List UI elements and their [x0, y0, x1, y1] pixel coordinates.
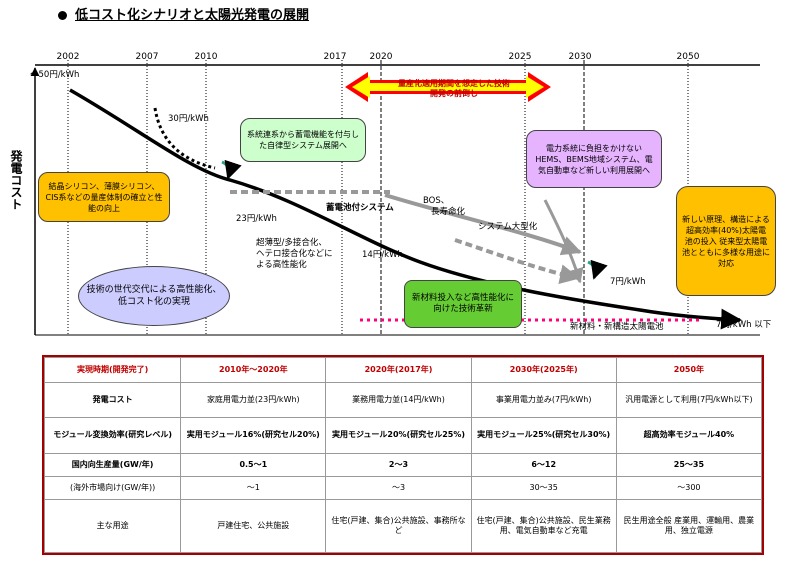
dotted-curve	[153, 107, 216, 170]
table-row: 発電コスト 家庭用電力並(23円/kWh) 業務用電力並(14円/kWh) 事業…	[43, 382, 763, 419]
table-cell: 2〜3	[325, 452, 472, 477]
table-cell: 家庭用電力並(23円/kWh)	[180, 382, 327, 419]
table-cell: 0.5〜1	[180, 452, 327, 477]
table-cell: 住宅(戸建、集合)公共施設、事務所など	[325, 499, 472, 553]
y-axis-label: 発電コスト	[9, 150, 23, 210]
page-title: 低コスト化シナリオと太陽光発電の展開	[58, 4, 309, 23]
table-header-row: 実現時期(開発完了) 2010年〜2020年 2020年(2017年) 2030…	[43, 356, 763, 384]
year-label: 2020	[369, 52, 393, 62]
bos-curve	[384, 193, 582, 256]
sysbig-label: システム大型化	[478, 222, 538, 232]
curved-arrow-icon	[587, 259, 608, 280]
cost-label: 7円/kWh	[610, 277, 646, 287]
year-label: 2050	[676, 52, 700, 62]
table-header-cell: 2030年(2025年)	[470, 356, 617, 384]
year-guides	[67, 60, 689, 335]
table-row: (海外市場向け(GW/年)) 〜1 〜3 30〜35 〜300	[43, 475, 763, 501]
newtech-callout: 新材料投入など高性能化に向けた技術革新	[404, 280, 522, 328]
thin-label-1: 超薄型/多接合化、	[256, 238, 327, 248]
table-cell: 汎用電源として利用(7円/kWh以下)	[615, 382, 763, 419]
table-cell: 民生用途全般 産業用、運輸用、農業用、独立電源	[615, 499, 763, 553]
bullet-icon	[58, 11, 67, 20]
gen-callout: 技術の世代交代による高性能化、低コスト化の実現	[78, 266, 230, 326]
table-cell: 業務用電力並(14円/kWh)	[325, 382, 472, 419]
thin-label-3: よる高性能化	[256, 260, 307, 270]
cost-label: 30円/kWh	[168, 114, 209, 124]
bos-label: BOS、	[423, 196, 450, 206]
table-cell: 6〜12	[470, 452, 617, 477]
year-label: 2007	[135, 52, 159, 62]
table-cell: 実用モジュール25%(研究セル30%)	[470, 417, 617, 454]
principle-callout: 新しい原理、構造による超高効率(40%)太陽電池の投入 従来型太陽電池とともに多…	[676, 186, 776, 296]
cost-label: 〜50円/kWh	[30, 70, 80, 80]
table-cell: 住宅(戸建、集合)公共施設、民生業務用、電気自動車など充電	[470, 499, 617, 553]
row-label: 発電コスト	[43, 382, 182, 419]
early-dev-text: 量産化適用期間を想定した技術開発の前倒し	[398, 79, 510, 98]
cost-curve	[69, 88, 743, 330]
table-cell: 実用モジュール16%(研究セル20%)	[180, 417, 327, 454]
year-label: 2030	[568, 52, 592, 62]
table-cell: 実用モジュール20%(研究セル25%)	[325, 417, 472, 454]
year-label: 2010	[194, 52, 218, 62]
grid-callout: 系統連系から蓄電機能を付与した自律型システム展開へ	[240, 118, 366, 162]
row-label: モジュール変換効率(研究レベル)	[43, 417, 182, 454]
row-label: 国内向生産量(GW/年)	[43, 452, 182, 477]
year-label: 2002	[56, 52, 80, 62]
row-label: 主な用途	[43, 499, 182, 553]
table-header-cell: 実現時期(開発完了)	[43, 356, 182, 384]
year-label: 2017	[323, 52, 347, 62]
cost-label: 23円/kWh	[236, 214, 277, 224]
scenario-table: 実現時期(開発完了) 2010年〜2020年 2020年(2017年) 2030…	[42, 355, 764, 555]
table-row: 国内向生産量(GW/年) 0.5〜1 2〜3 6〜12 25〜35	[43, 452, 763, 477]
table-row: 主な用途 戸建住宅、公共施設 住宅(戸建、集合)公共施設、事務所など 住宅(戸建…	[43, 499, 763, 553]
table-cell: 戸建住宅、公共施設	[180, 499, 327, 553]
cost-label: 7円/kWh 以下	[716, 320, 772, 330]
longlife-label: 長寿命化	[431, 207, 466, 217]
table-header-cell: 2050年	[615, 356, 763, 384]
table-cell: 〜1	[180, 475, 327, 501]
table-header-cell: 2010年〜2020年	[180, 356, 327, 384]
hems-pointer	[543, 199, 584, 284]
table-cell: 〜300	[615, 475, 763, 501]
curved-arrow-icon	[221, 159, 242, 180]
title-text: 低コスト化シナリオと太陽光発電の展開	[75, 8, 310, 23]
table-cell: 25〜35	[615, 452, 763, 477]
table-header-cell: 2020年(2017年)	[325, 356, 472, 384]
sysbig-curve	[454, 238, 580, 285]
cost-label: 14円/kWh	[362, 250, 403, 260]
load-callout: 電力系統に負担をかけないHEMS、BEMS地域システム、電気自動車など新しい利用…	[526, 130, 662, 188]
year-label: 2025	[508, 52, 532, 62]
table-cell: 事業用電力並み(7円/kWh)	[470, 382, 617, 419]
table-row: モジュール変換効率(研究レベル) 実用モジュール16%(研究セル20%) 実用モ…	[43, 417, 763, 454]
table-cell: 〜3	[325, 475, 472, 501]
row-label: (海外市場向け(GW/年))	[43, 475, 182, 501]
storage-label: 蓄電池付システム	[326, 203, 394, 213]
crystal-callout: 結晶シリコン、薄膜シリコン、CIS系などの量産体制の確立と性能の向上	[38, 172, 170, 222]
thin-label-2: ヘテロ接合化などに	[256, 249, 333, 259]
table-cell: 超高効率モジュール40%	[615, 417, 763, 454]
newmat-label: 新材料・新構造太陽電池	[570, 322, 664, 332]
table-cell: 30〜35	[470, 475, 617, 501]
